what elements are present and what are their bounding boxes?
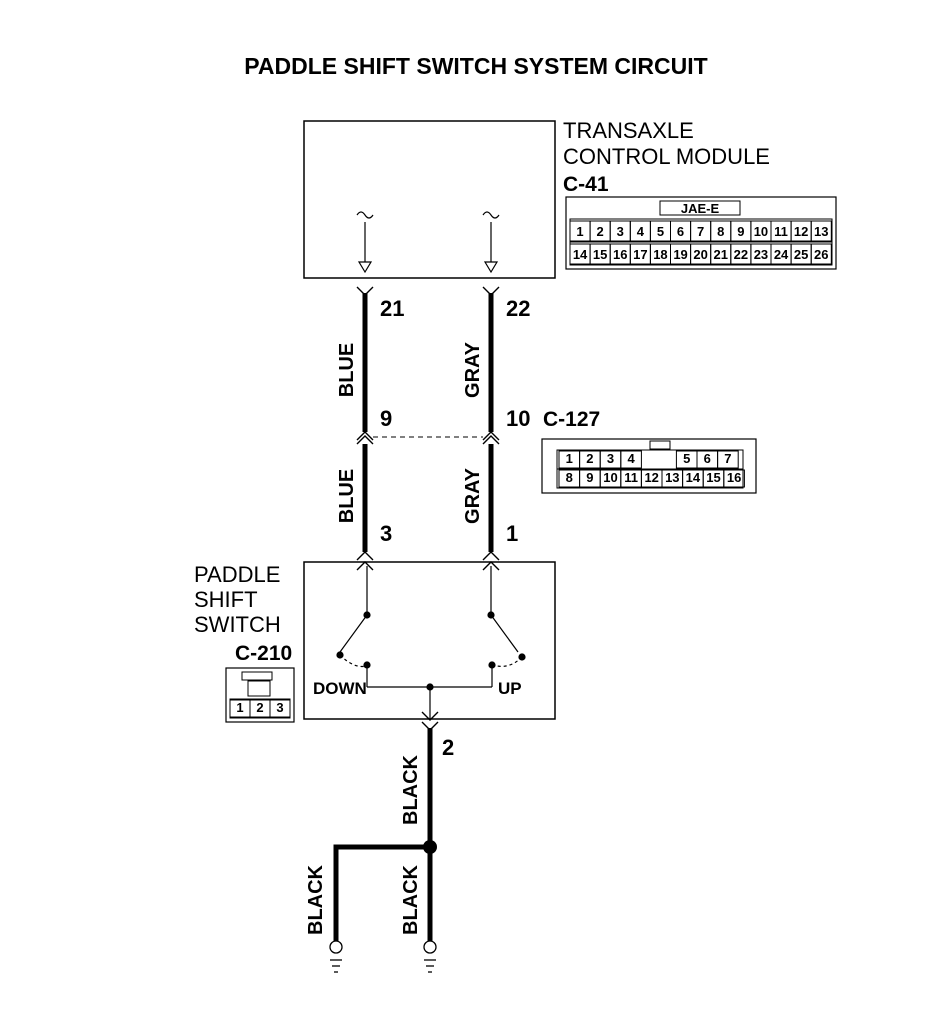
c41-pin-label: 15	[593, 247, 607, 262]
wire-color-blue-lower: BLUE	[336, 469, 358, 523]
switch-name-line1: PADDLE	[194, 562, 280, 587]
tcm-name-line1: TRANSAXLE	[563, 118, 694, 143]
c210-connector-id: C-210	[235, 642, 292, 665]
c127-pin-cell	[723, 469, 745, 488]
diagram-title: PADDLE SHIFT SWITCH SYSTEM CIRCUIT	[244, 53, 707, 79]
c41-pin-label: 13	[814, 224, 828, 239]
c127-pin-label: 5	[683, 451, 690, 466]
c41-pin-label: 19	[673, 247, 687, 262]
tcm-box	[303, 120, 556, 279]
pin-2-label: 2	[442, 735, 454, 760]
wire-color-blue-upper: BLUE	[336, 343, 358, 397]
c41-pin-label: 4	[637, 224, 645, 239]
paddle-switch-connector-marks	[356, 551, 500, 571]
switch-down-label: DOWN	[313, 679, 367, 698]
c41-pin-label: 17	[633, 247, 647, 262]
wire-color-gray-upper: GRAY	[462, 341, 484, 398]
c127-pin-label: 12	[644, 470, 658, 485]
wire-color-black-left: BLACK	[305, 864, 327, 935]
c41-pin-label: 26	[814, 247, 828, 262]
wire-blue-upper	[356, 286, 374, 432]
c41-pin-label: 16	[613, 247, 627, 262]
c41-pin-label: 20	[693, 247, 707, 262]
wire-black-branch	[333, 844, 430, 942]
c41-pin-label: 5	[657, 224, 664, 239]
c127-pin-label: 13	[665, 470, 679, 485]
c41-pin-label: 1	[576, 224, 583, 239]
c41-pin-label: 25	[794, 247, 808, 262]
c41-pin-label: 21	[714, 247, 728, 262]
c41-pin-label: 11	[774, 224, 788, 239]
wire-color-gray-lower: GRAY	[462, 467, 484, 524]
pin-10-label: 10	[506, 406, 530, 431]
tcm-name-line2: CONTROL MODULE	[563, 144, 770, 169]
wire-color-black-right: BLACK	[400, 864, 422, 935]
c210-pin-label: 2	[256, 700, 263, 715]
c41-pin-label: 9	[737, 224, 744, 239]
c41-pin-label: 3	[617, 224, 624, 239]
c41-pin-label: 22	[734, 247, 748, 262]
c127-pin-label: 15	[706, 470, 720, 485]
c127-pin-label: 7	[724, 451, 731, 466]
wire-color-black-main: BLACK	[400, 754, 422, 825]
c127-pin-label: 10	[603, 470, 617, 485]
tcm-connector-id: C-41	[563, 173, 609, 196]
pin-3-label: 3	[380, 521, 392, 546]
paddle-switch-internal	[336, 566, 526, 719]
c41-pin-cell	[810, 243, 832, 265]
c127-pin-label: 3	[607, 451, 614, 466]
tcm-internal-circuit	[356, 211, 500, 274]
c127-pin-label: 14	[686, 470, 701, 485]
c127-pin-label: 1	[566, 451, 573, 466]
c127-connector-id: C-127	[543, 408, 600, 431]
switch-up-label: UP	[498, 679, 522, 698]
pin-22-label: 22	[506, 296, 530, 321]
c127-pin-cell	[717, 450, 739, 469]
c41-pin-label: 2	[597, 224, 604, 239]
c127-pin-label: 6	[704, 451, 711, 466]
c41-pin-label: 8	[717, 224, 724, 239]
c127-pin-label: 9	[586, 470, 593, 485]
c41-pin-label: 10	[754, 224, 768, 239]
c127-pin-label: 11	[624, 470, 638, 485]
c127-pin-label: 4	[627, 451, 635, 466]
switch-name-line2: SHIFT	[194, 587, 258, 612]
c127-junction	[356, 431, 500, 445]
c41-pin-label: 18	[653, 247, 667, 262]
pin-1-label: 1	[506, 521, 518, 546]
c41-pin-label: 24	[774, 247, 789, 262]
c127-pin-label: 8	[566, 470, 573, 485]
switch-name-line3: SWITCH	[194, 612, 281, 637]
c41-connector-type: JAE-E	[681, 201, 720, 216]
c127-pin-label: 2	[586, 451, 593, 466]
ground-symbol-right	[423, 940, 437, 973]
c41-pin-label: 6	[677, 224, 684, 239]
c41-pin-label: 14	[573, 247, 588, 262]
c41-pin-label: 12	[794, 224, 808, 239]
wire-gray-upper	[482, 286, 500, 432]
c41-pin-label: 23	[754, 247, 768, 262]
c210-pin-label: 3	[276, 700, 283, 715]
c127-pin-cell	[620, 450, 642, 469]
c127-pin-label: 16	[727, 470, 741, 485]
c41-pin-label: 7	[697, 224, 704, 239]
c210-pin-label: 1	[236, 700, 243, 715]
c210-pin-cell	[269, 699, 291, 718]
pin-9-label: 9	[380, 406, 392, 431]
pin-21-label: 21	[380, 296, 404, 321]
ground-symbol-left	[329, 940, 343, 973]
c41-pin-cell	[810, 220, 832, 242]
